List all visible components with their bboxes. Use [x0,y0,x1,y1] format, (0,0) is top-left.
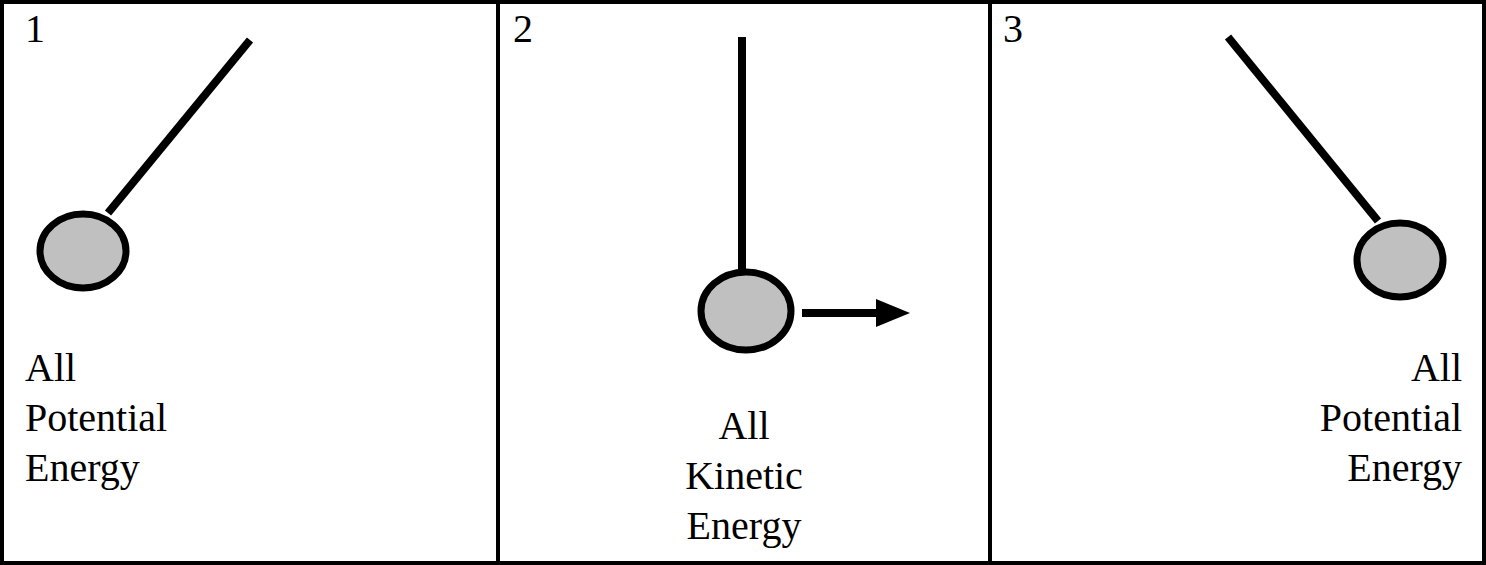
pendulum-bob [701,272,791,350]
motion-arrowhead [876,299,910,327]
pendulum-left [40,40,250,288]
panel-number: 2 [513,6,533,52]
energy-panel: 3All Potential Energy [988,0,1486,565]
pendulum-string [738,37,746,270]
energy-panel: 1All Potential Energy [0,0,500,565]
panel-number: 1 [25,6,45,52]
energy-panel: 2All Kinetic Energy [496,0,992,565]
energy-label: All Potential Energy [25,343,167,493]
pendulum-bob [1357,223,1443,297]
panel-number: 3 [1003,6,1023,52]
pendulum-bob [40,214,126,288]
energy-label: All Kinetic Energy [685,401,803,551]
pendulum-middle [701,37,910,350]
pendulum-right [1228,37,1443,297]
energy-label: All Potential Energy [1320,343,1462,493]
pendulum-string [108,40,250,213]
motion-arrow [802,309,880,317]
pendulum-string [1228,37,1378,221]
